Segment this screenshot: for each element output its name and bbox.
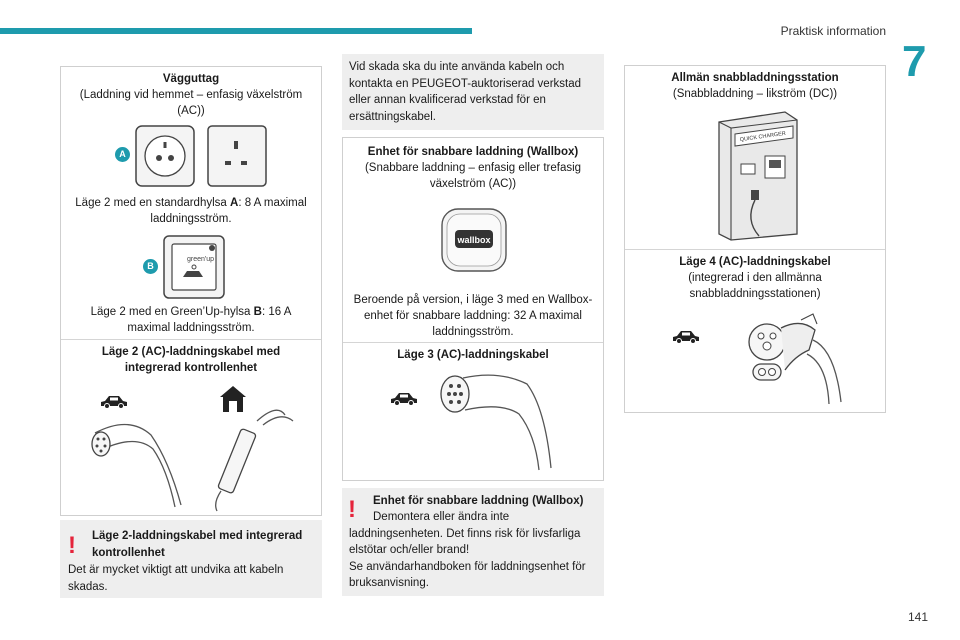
wallbox-title: Enhet för snabbare laddning (Wallbox)	[367, 146, 579, 158]
mode2a-text: Läge 2 med en standardhylsa A: 8 A maxim…	[61, 195, 321, 227]
mode2b-letter: B	[253, 306, 262, 318]
outlet-heading: Vägguttag (Laddning vid hemmet – enfasig…	[61, 71, 321, 119]
car-icon	[391, 393, 417, 406]
station-heading: Allmän snabbladdningsstation (Snabbladdn…	[625, 70, 885, 102]
svg-text:green'up: green'up	[187, 256, 214, 263]
mode4-title: Läge 4 (AC)-laddningskabel	[679, 256, 831, 268]
section-title: Praktisk information	[780, 24, 886, 38]
mode4-subtitle: (integrerad i den allmänna snabbladdning…	[688, 272, 822, 300]
replacement-info: Vid skada ska du inte använda kabeln och…	[342, 54, 604, 130]
mode3-cable-title: Läge 3 (AC)-laddningskabel	[397, 349, 549, 361]
mode2-cable-title: Läge 2 (AC)-laddningskabel med integrera…	[101, 346, 281, 374]
wallbox-panel: Enhet för snabbare laddning (Wallbox) (S…	[342, 137, 604, 481]
mode2a-post: : 8 A maximal laddningsström.	[150, 197, 307, 225]
home-outlet-panel: Vägguttag (Laddning vid hemmet – enfasig…	[60, 66, 322, 516]
quick-charger-illustration: QUICK CHARGER	[718, 111, 798, 241]
note-title: Enhet för snabbare laddning (Wallbox)	[373, 495, 584, 507]
warning-icon: !	[348, 496, 356, 523]
quick-charge-panel: Allmän snabbladdningsstation (Snabbladdn…	[624, 65, 886, 413]
greenup-socket-illustration: green'up	[163, 235, 225, 299]
mode2-cable-illustration	[91, 409, 294, 512]
car-icon	[101, 396, 127, 409]
wallbox-desc: Beroende på version, i läge 3 med en Wal…	[353, 294, 593, 338]
note-title: Läge 2-laddningskabel med integrerad kon…	[92, 530, 303, 559]
wallbox-heading: Enhet för snabbare laddning (Wallbox) (S…	[343, 144, 603, 192]
divider	[61, 339, 321, 340]
house-icon	[220, 386, 246, 412]
warning-icon: !	[68, 532, 76, 559]
car-icon	[673, 331, 699, 344]
wallbox-subtitle: (Snabbare laddning – enfasig eller trefa…	[364, 162, 582, 190]
page-number: 141	[907, 610, 928, 624]
header-accent-bar	[0, 28, 472, 34]
mode3-cable-illustration	[440, 374, 552, 471]
mode2b-pre: Läge 2 med en Green’Up-hylsa	[90, 306, 254, 318]
mode2a-pre: Läge 2 med en standardhylsa	[75, 197, 230, 209]
station-title: Allmän snabbladdningsstation	[671, 72, 839, 84]
warning-note-cable: ! Läge 2-laddningskabel med integrerad k…	[60, 520, 322, 598]
replacement-text: Vid skada ska du inte använda kabeln och…	[349, 61, 582, 123]
outlet-title: Vägguttag	[162, 73, 220, 85]
divider	[343, 342, 603, 343]
socket-a-badge: A	[115, 147, 130, 162]
mode2b-text: Läge 2 med en Green’Up-hylsa B: 16 A max…	[61, 304, 321, 336]
wallbox-label: wallbox	[456, 235, 490, 245]
ccs-cable-illustration	[748, 313, 842, 405]
socket-b-badge: B	[143, 259, 158, 274]
warning-note-wallbox: ! Enhet för snabbare laddning (Wallbox) …	[342, 488, 604, 596]
mode4-heading: Läge 4 (AC)-laddningskabel (integrerad i…	[625, 254, 885, 302]
note-body: Demontera eller ändra inte laddningsenhe…	[349, 511, 586, 589]
mode2a-letter: A	[230, 197, 239, 209]
wallbox-illustration: wallbox	[441, 208, 507, 272]
outlet-subtitle: (Laddning vid hemmet – enfasig växelströ…	[79, 89, 303, 117]
chapter-number: 7	[902, 37, 927, 86]
mode2b-post: : 16 A maximal laddningsström.	[127, 306, 292, 334]
divider	[625, 249, 885, 250]
note-body: Det är mycket viktigt att undvika att ka…	[68, 564, 284, 593]
station-subtitle: (Snabbladdning – likström (DC))	[672, 88, 838, 100]
standard-socket-illustration	[135, 125, 267, 187]
